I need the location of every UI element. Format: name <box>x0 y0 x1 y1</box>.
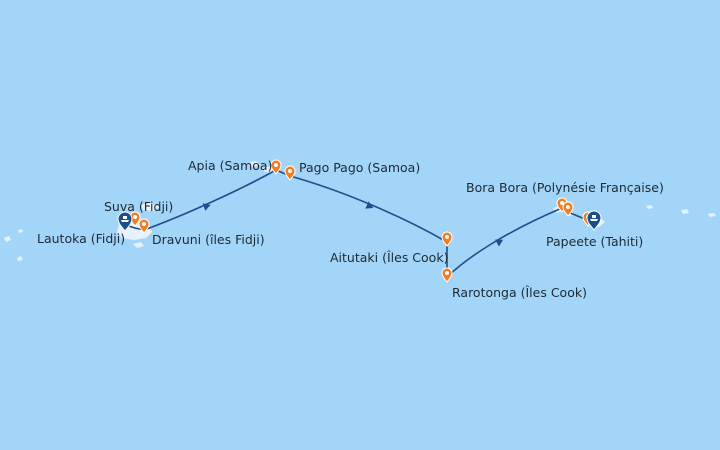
island-tuamotu-1 <box>646 205 653 209</box>
island-tuamotu-2 <box>681 209 689 214</box>
stop-label-lautoka: Lautoka (Fidji) <box>37 231 126 246</box>
island-vanua-levu <box>140 203 160 211</box>
map-pin-icon <box>138 218 150 234</box>
port-marker-aitutaki[interactable] <box>441 231 453 247</box>
island-lau-3 <box>18 229 23 233</box>
island-tuamotu-3 <box>708 213 716 217</box>
stop-label-apia: Apia (Samoa) <box>188 158 273 173</box>
stop-label-aitutaki: Aitutaki (Îles Cook) <box>330 250 449 265</box>
route-arrow-1 <box>202 203 211 211</box>
stop-label-rarotonga: Rarotonga (Îles Cook) <box>452 285 587 300</box>
endpoint-marker-lautoka[interactable] <box>117 211 133 232</box>
map-pin-dot <box>560 201 564 205</box>
map-pin-dot <box>566 205 570 209</box>
map-pin-icon <box>441 267 453 283</box>
island-samoa-savaii <box>248 161 260 167</box>
stop-label-bora-bora: Bora Bora (Polynésie Française) <box>466 180 664 195</box>
port-marker-pago-pago[interactable] <box>284 165 296 181</box>
map-pin-icon <box>284 165 296 181</box>
stop-label-pago-pago: Pago Pago (Samoa) <box>299 160 421 175</box>
route-arrow-3 <box>495 239 504 247</box>
endpoint-markers <box>117 210 602 232</box>
port-marker-dravuni[interactable] <box>138 218 150 234</box>
route-leg-pagopago-aitutaki <box>289 175 448 243</box>
map-pin-icon <box>270 159 282 175</box>
port-marker-apia[interactable] <box>270 159 282 175</box>
port-marker-rarotonga[interactable] <box>441 267 453 283</box>
island-kadavu <box>133 242 144 248</box>
island-lau-1 <box>4 236 11 242</box>
endpoint-marker-papeete[interactable] <box>586 210 602 231</box>
map-pin-dot <box>288 169 292 173</box>
map-pin-icon <box>441 231 453 247</box>
island-lau-2 <box>17 256 23 261</box>
ship-icon <box>590 215 598 221</box>
route-leg-rarotonga-borabora <box>446 207 563 278</box>
ship-icon <box>121 216 129 222</box>
map-pin-dot <box>142 222 146 226</box>
map-pin-dot <box>445 271 449 275</box>
route-leg-dravuni-apia <box>143 169 277 231</box>
map-pin-dot <box>445 235 449 239</box>
route-arrow-2 <box>365 201 374 209</box>
map-pin-icon <box>562 201 574 217</box>
map-pin-dot <box>274 163 278 167</box>
stop-label-suva: Suva (Fidji) <box>104 199 174 214</box>
route-arrows <box>202 201 504 247</box>
map-pin-dot <box>133 215 137 219</box>
stop-label-dravuni: Dravuni (îles Fidji) <box>152 232 265 247</box>
stop-label-papeete: Papeete (Tahiti) <box>546 234 644 249</box>
port-marker-bora-bora-2[interactable] <box>562 201 574 217</box>
